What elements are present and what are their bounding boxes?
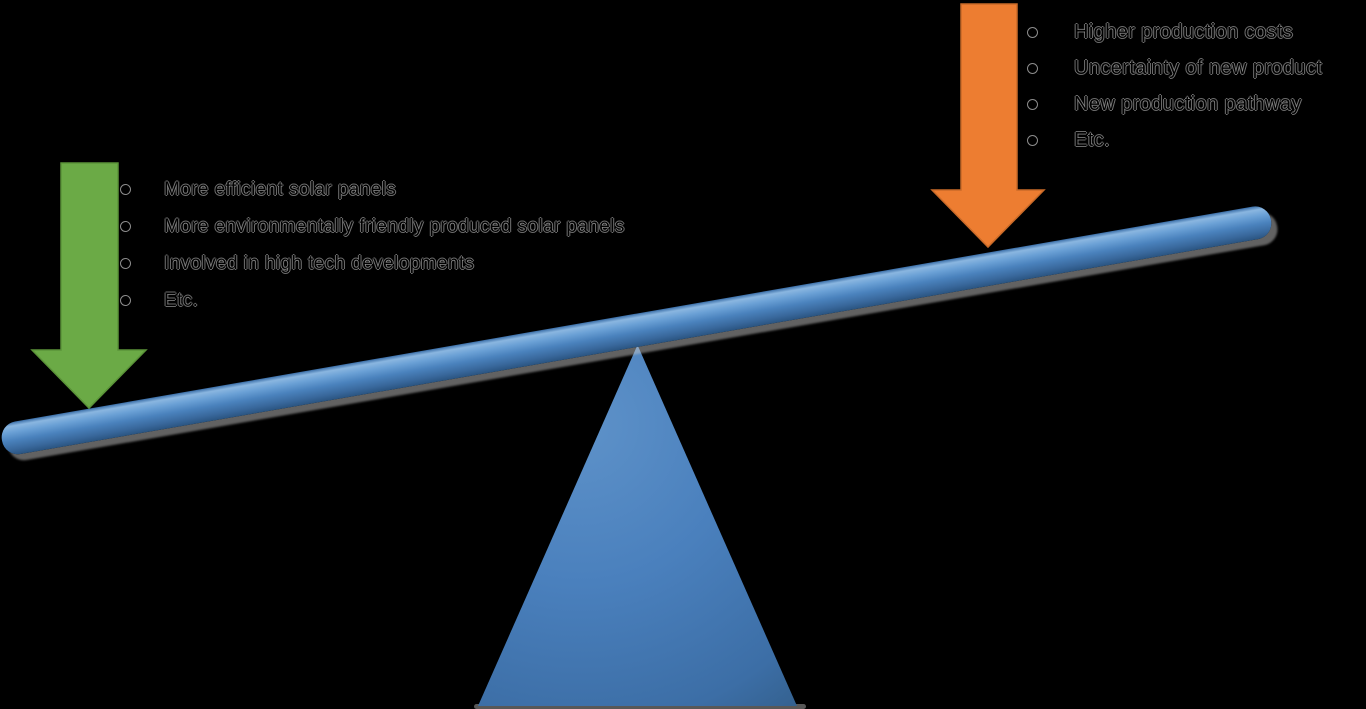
list-item-text: Higher production costs	[1074, 20, 1294, 43]
bullet-icon	[1027, 62, 1038, 74]
list-item: Uncertainty of new product	[1022, 50, 1322, 86]
list-item-text: Etc.	[164, 289, 199, 311]
orange-down-arrow-shape	[930, 3, 1046, 249]
green-down-arrow-icon	[30, 162, 148, 410]
bullet-icon	[120, 184, 131, 195]
list-item-text: Involved in high tech developments	[164, 252, 475, 274]
list-item-text: Uncertainty of new product	[1074, 56, 1323, 79]
list-item-text: New production pathway	[1074, 92, 1302, 115]
list-item: Higher production costs	[1022, 14, 1322, 50]
list-item: New production pathway	[1022, 86, 1322, 122]
bullet-icon	[120, 258, 131, 269]
fulcrum-triangle	[478, 345, 797, 706]
list-item: Involved in high tech developments	[115, 245, 625, 282]
bullet-icon	[120, 221, 131, 232]
list-item-text: More efficient solar panels	[164, 178, 397, 200]
pros-list: More efficient solar panels More environ…	[115, 171, 625, 319]
bullet-icon	[1027, 26, 1038, 38]
bullet-icon	[1027, 134, 1038, 146]
bullet-icon	[1027, 98, 1038, 110]
cons-list: Higher production costs Uncertainty of n…	[1022, 14, 1322, 158]
bullet-icon	[120, 295, 131, 306]
list-item-text: Etc.	[1074, 128, 1111, 151]
orange-down-arrow-icon	[930, 3, 1046, 249]
list-item-text: More environmentally friendly produced s…	[164, 215, 625, 237]
list-item: Etc.	[1022, 122, 1322, 158]
list-item: More environmentally friendly produced s…	[115, 208, 625, 245]
green-down-arrow-shape	[30, 162, 148, 410]
list-item: More efficient solar panels	[115, 171, 625, 208]
fulcrum-shadow	[474, 704, 806, 709]
list-item: Etc.	[115, 282, 625, 319]
